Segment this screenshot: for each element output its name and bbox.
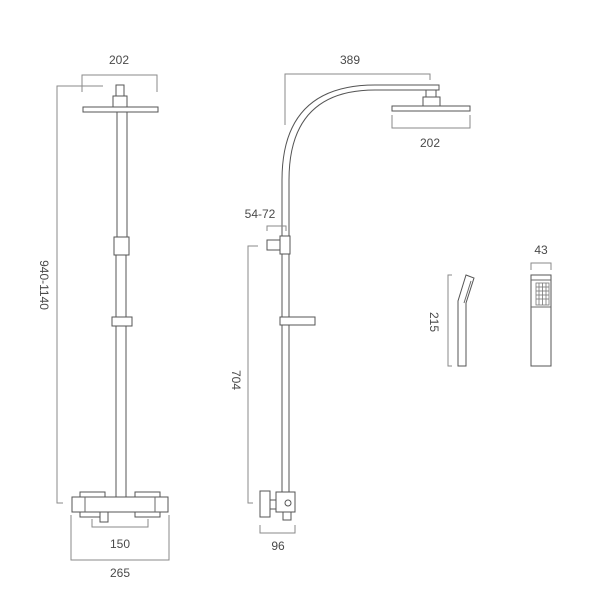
valve-centres-dimension bbox=[91, 519, 149, 528]
diverter-outlet bbox=[266, 239, 281, 251]
handset-views: 215 43 bbox=[427, 243, 552, 367]
arm-projection-label: 389 bbox=[340, 53, 360, 67]
handset-width-dimension bbox=[530, 262, 552, 270]
spray-nozzle-grid bbox=[535, 282, 550, 306]
side-head-width-label: 202 bbox=[420, 136, 440, 150]
valve-body bbox=[71, 496, 169, 513]
valve-depth-label: 96 bbox=[271, 539, 285, 553]
valve-width-label: 265 bbox=[110, 566, 130, 580]
side-handset-holder bbox=[279, 316, 316, 326]
valve-outlet bbox=[99, 511, 109, 523]
side-head-connector bbox=[425, 89, 437, 98]
handset-width-label: 43 bbox=[534, 243, 548, 257]
telescopic-sleeve bbox=[113, 236, 130, 256]
side-riser bbox=[281, 253, 290, 493]
diverter-body bbox=[279, 235, 291, 255]
head-width-dimension bbox=[81, 74, 158, 92]
side-valve-outlet bbox=[282, 511, 292, 521]
curved-shower-arm bbox=[281, 84, 440, 237]
height-range-label: 940-1140 bbox=[37, 260, 51, 310]
handset-length-label: 215 bbox=[427, 312, 441, 332]
shower-head bbox=[82, 106, 159, 113]
front-view: 202 940-1140 150 265 bbox=[37, 53, 170, 580]
diverter-offset-dimension bbox=[266, 225, 287, 231]
head-stem bbox=[112, 95, 128, 108]
valve-centres-label: 150 bbox=[110, 537, 130, 551]
front-head-width-label: 202 bbox=[109, 53, 129, 67]
valve-depth-dimension bbox=[259, 525, 296, 534]
handset-length-dimension bbox=[447, 274, 452, 367]
lower-riser bbox=[115, 254, 127, 498]
outlet-height-label: 704 bbox=[229, 370, 243, 390]
head-connector bbox=[115, 84, 125, 97]
height-dimension bbox=[56, 85, 103, 504]
handset-side-profile bbox=[457, 274, 475, 367]
outlet-height-dimension bbox=[247, 245, 258, 504]
side-head-stem bbox=[422, 96, 441, 107]
valve-width-dimension bbox=[70, 515, 170, 561]
upper-riser bbox=[116, 111, 128, 239]
side-head-width-dimension bbox=[391, 115, 471, 129]
diverter-offset-label: 54-72 bbox=[245, 207, 276, 221]
side-view: 389 202 54-72 704 96 bbox=[229, 53, 471, 553]
side-valve-stem bbox=[269, 499, 277, 510]
handset-front bbox=[530, 274, 552, 367]
side-shower-head bbox=[391, 105, 471, 112]
valve-outlet-circle bbox=[284, 499, 292, 507]
handset-holder bbox=[111, 316, 133, 327]
arm-projection-dimension bbox=[284, 73, 431, 125]
side-valve-handle bbox=[259, 490, 271, 518]
